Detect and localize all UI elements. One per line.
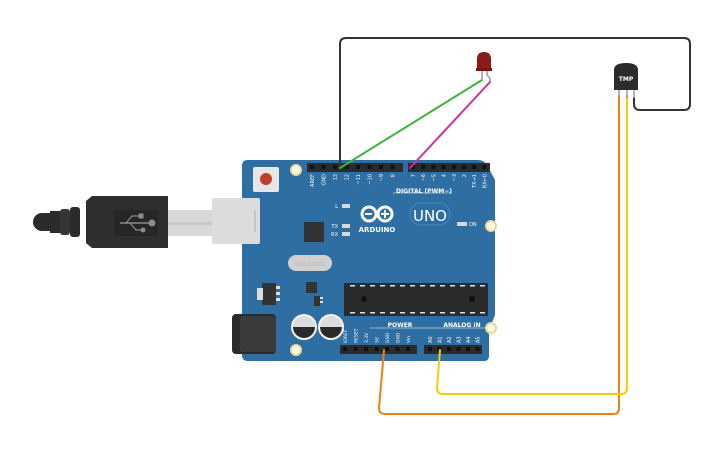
- capacitor: [318, 314, 344, 340]
- led-anode-wire[interactable]: [409, 81, 491, 169]
- led-on-label: ON: [469, 222, 477, 228]
- small-chip: [306, 282, 317, 293]
- digital-header[interactable]: [307, 163, 490, 172]
- atmega-microcontroller: [344, 283, 488, 316]
- digital-pin-label: ~9: [379, 174, 385, 181]
- arduino-uno-board[interactable]: SPK16.000G L TX: [212, 160, 497, 361]
- power-wire[interactable]: [378, 95, 620, 415]
- brand-label: ARDUINO: [359, 226, 396, 234]
- power-pin-label: 3.3V: [364, 332, 370, 343]
- analog-header[interactable]: [424, 345, 482, 354]
- digital-pin-label: ~6: [421, 174, 427, 181]
- digital-pin-label: ~3: [452, 174, 458, 181]
- reset-button[interactable]: [253, 167, 279, 192]
- digital-pin-label: 4: [442, 174, 448, 177]
- power-jack: [232, 314, 276, 354]
- analog-pin-label: A1: [438, 336, 444, 343]
- crystal-label: SPK16.000G: [295, 262, 326, 268]
- led-cathode-wire[interactable]: [339, 79, 483, 169]
- mounting-hole: [290, 344, 302, 356]
- power-pin-label: GND: [385, 332, 391, 343]
- usb-cable[interactable]: [33, 196, 212, 248]
- usb-icon: [120, 213, 156, 233]
- arduino-logo: ARDUINO UNO: [359, 202, 451, 234]
- model-label: UNO: [413, 207, 447, 225]
- crystal-oscillator: SPK16.000G: [288, 255, 332, 271]
- digital-pin-label: AREF: [310, 174, 316, 187]
- led-rx-label: RX: [331, 232, 338, 238]
- digital-pin-label: ~11: [356, 174, 362, 185]
- analog-pin-label: A3: [457, 336, 463, 343]
- usb-chip: [304, 222, 324, 242]
- voltage-regulator: [257, 283, 280, 305]
- analog-pin-label: A5: [476, 336, 482, 343]
- mounting-hole: [290, 164, 302, 176]
- signal-wire[interactable]: [436, 95, 628, 395]
- digital-label: DIGITAL (PWM~): [396, 188, 452, 195]
- analog-pin-label: A2: [447, 336, 453, 343]
- power-pin-label: 5V: [375, 336, 381, 343]
- digital-pin-label: 8: [391, 174, 397, 177]
- digital-pin-label: 7: [411, 174, 417, 177]
- digital-pin-label: TX→1: [472, 174, 478, 189]
- red-led[interactable]: [476, 52, 492, 82]
- power-pin-label: Vin: [406, 336, 412, 343]
- board-body: [242, 160, 495, 361]
- digital-pin-label: ~10: [368, 174, 374, 185]
- mounting-hole: [485, 322, 497, 334]
- analog-pin-label: A4: [466, 336, 472, 343]
- led-tx-label: TX: [331, 224, 339, 230]
- temperature-sensor[interactable]: TMP: [614, 63, 638, 98]
- led-l-label: L: [335, 204, 338, 210]
- power-pin-label: IOREF: [343, 329, 349, 343]
- smd-component: [314, 296, 323, 306]
- sensor-label: TMP: [619, 76, 634, 83]
- digital-pin-label: GND: [322, 174, 328, 186]
- analog-label: ANALOG IN: [443, 322, 480, 329]
- analog-pin-label: A0: [428, 336, 434, 343]
- power-label: POWER: [388, 322, 413, 329]
- usb-port: [212, 198, 260, 244]
- digital-pin-label: 12: [345, 174, 351, 180]
- digital-pin-label: 2: [462, 174, 468, 177]
- digital-pin-label: RX←0: [482, 174, 488, 188]
- wires: [339, 37, 691, 415]
- capacitor: [291, 314, 317, 340]
- digital-pin-label: ~5: [431, 174, 437, 181]
- power-pin-label: RESET: [354, 328, 360, 343]
- mounting-hole: [485, 220, 497, 232]
- onboard-leds: L TX RX ON: [331, 204, 477, 238]
- gnd-wire[interactable]: [339, 37, 691, 169]
- power-pin-label: GND: [396, 332, 402, 343]
- digital-pin-label: 13: [333, 174, 339, 180]
